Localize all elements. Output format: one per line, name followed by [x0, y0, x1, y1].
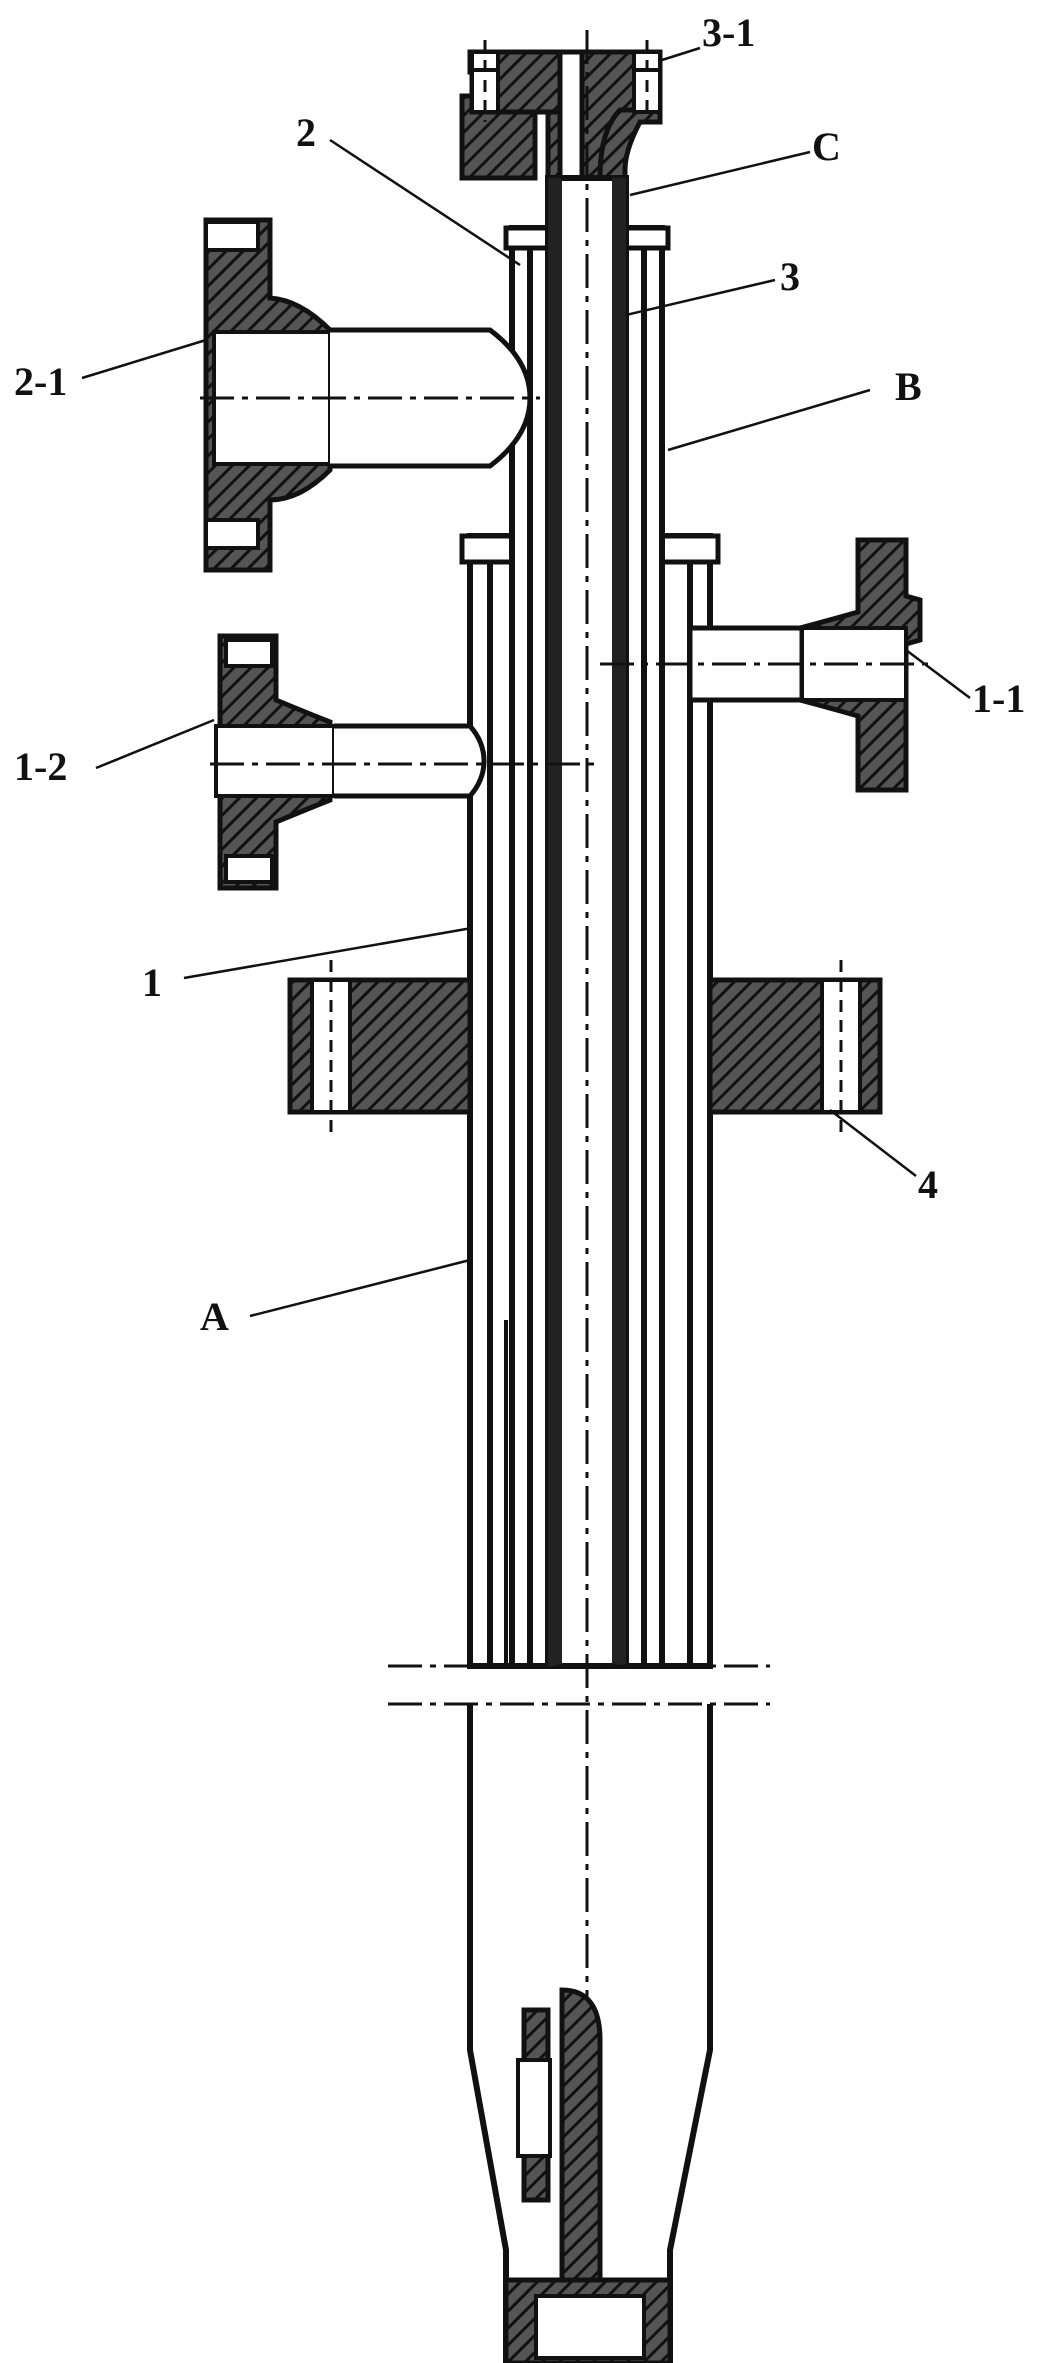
label-4: 4: [918, 1162, 938, 1207]
label-B: B: [895, 364, 922, 409]
label-1: 1: [142, 960, 162, 1005]
mounting-flange-4: [287, 960, 883, 1136]
label-3: 3: [780, 254, 800, 299]
leader-lines: [81, 46, 971, 1318]
label-3-1: 3-1: [702, 10, 755, 55]
label-1-1: 1-1: [972, 676, 1025, 721]
label-1-2: 1-2: [14, 744, 67, 789]
nozzle-section: [467, 1704, 713, 2363]
side-pipe-1-1: [600, 537, 930, 793]
label-2: 2: [296, 110, 316, 155]
top-flange-3-1: [459, 40, 663, 185]
break-lines: [388, 1664, 770, 1706]
side-pipe-2-1: [200, 217, 540, 573]
part-labels: 3-1 C 2 3 2-1 B 1-1 1-2 1 4 A: [14, 10, 1025, 1339]
side-pipe-1-2: [210, 633, 600, 891]
label-A: A: [200, 1294, 229, 1339]
label-C: C: [812, 124, 841, 169]
label-2-1: 2-1: [14, 359, 67, 404]
